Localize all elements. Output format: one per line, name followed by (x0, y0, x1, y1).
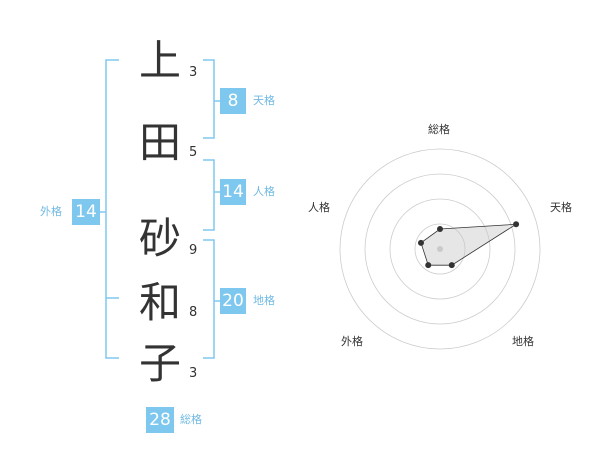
jinkaku-value: 14 (220, 179, 246, 205)
gaikaku-bracket (105, 59, 119, 359)
radar-point-5 (417, 239, 424, 246)
name-char-4: 和 (138, 278, 181, 327)
tenkaku-label: 天格 (253, 94, 275, 107)
radar-ring (364, 173, 516, 325)
chikaku-value: 20 (220, 288, 246, 314)
gaikaku-label: 外格 (40, 205, 62, 218)
soukaku-value: 28 (146, 407, 174, 433)
radar-axis-label-chikaku: 地格 (512, 335, 534, 348)
radar-polygon (420, 223, 517, 266)
tenkaku-bracket (203, 59, 215, 139)
tenkaku-value: 8 (220, 88, 246, 114)
stroke-count-4: 8 (189, 305, 198, 320)
radar-point-2 (513, 221, 520, 228)
stroke-count-2: 5 (189, 145, 198, 160)
radar-axis-label-jinkaku: 人格 (308, 201, 330, 214)
radar-ring (389, 198, 491, 300)
radar-axis-label-soukaku: 総格 (428, 123, 450, 136)
radar-point-3 (448, 262, 455, 269)
stroke-count-3: 9 (189, 243, 198, 258)
chikaku-label: 地格 (253, 294, 275, 307)
jinkaku-bracket (203, 159, 215, 231)
name-char-5: 子 (138, 339, 181, 388)
radar-points (417, 221, 520, 269)
radar-rings (339, 148, 541, 350)
stroke-count-5: 3 (189, 366, 198, 381)
radar-shape (420, 223, 517, 266)
radar-axis-label-gaikaku: 外格 (341, 335, 363, 348)
gaikaku-value: 14 (72, 199, 100, 225)
radar-ring (339, 148, 541, 350)
radar-ring (414, 223, 466, 275)
radar-point-4 (425, 262, 432, 269)
name-char-3: 砂 (138, 214, 181, 263)
jinkaku-label: 人格 (253, 185, 275, 198)
radar-point-1 (437, 226, 443, 232)
radar-center-dot (437, 246, 443, 252)
soukaku-label: 総格 (180, 413, 202, 426)
name-char-1: 上 (138, 36, 181, 85)
chikaku-bracket (203, 239, 215, 359)
radar-axis-label-tenkaku: 天格 (550, 201, 572, 214)
stroke-count-1: 3 (189, 65, 198, 80)
name-char-2: 田 (138, 118, 181, 167)
